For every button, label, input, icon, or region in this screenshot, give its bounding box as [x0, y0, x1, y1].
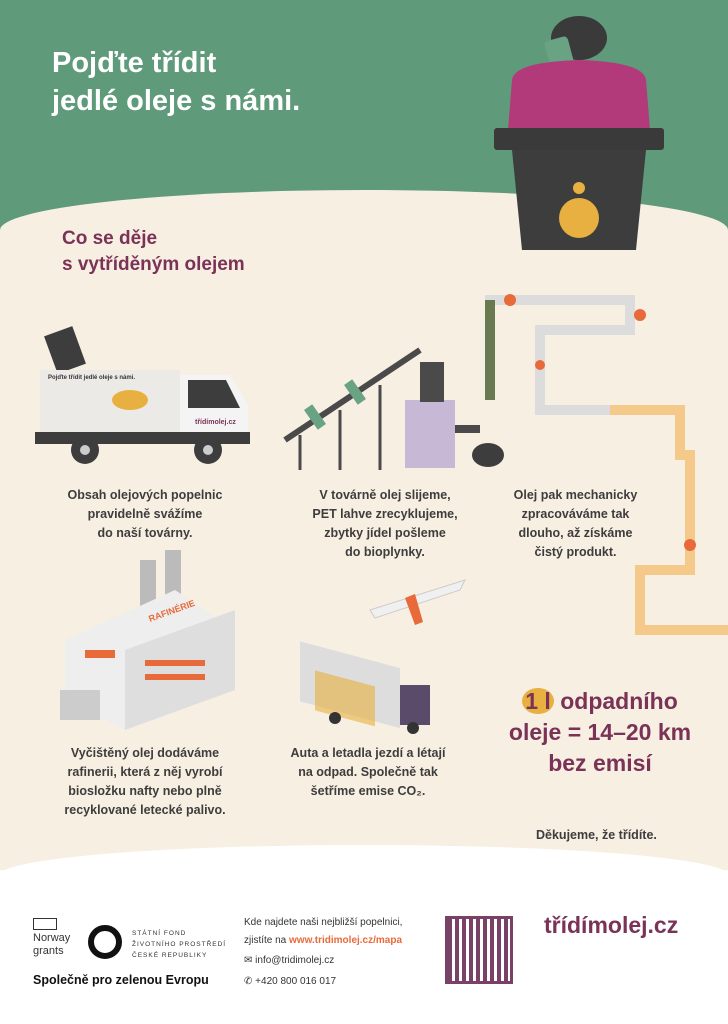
- truck-side-text: Pojďte třídit jedlé oleje s námi.: [48, 375, 135, 381]
- caption-line: čistý produkt.: [534, 545, 617, 559]
- section-title-line: s vytříděným olejem: [62, 254, 245, 275]
- thanks-text: Děkujeme, že třídíte.: [536, 828, 657, 842]
- email-row: ✉ info@tridimolej.cz: [244, 955, 334, 966]
- caption-line: pravidelně svážíme: [87, 507, 203, 521]
- fund-name: STÁTNÍ FOND ŽIVOTNÍHO PROSTŘEDÍ ČESKÉ RE…: [132, 928, 226, 961]
- caption-line: šetříme emise CO₂.: [310, 784, 426, 798]
- stat-line-1: 1 l odpadního: [490, 686, 710, 717]
- caption-line: biosložku nafty nebo plně: [68, 784, 222, 798]
- stat-amount: 1 l: [522, 688, 554, 714]
- truck-brand: třídímolej.cz: [195, 419, 236, 426]
- refinery-illustration: RAFINÉRIE: [60, 550, 235, 730]
- norway-flag-icon: [33, 918, 57, 930]
- step-4-caption: Vyčištěný olej dodáváme rafinerii, která…: [35, 744, 255, 820]
- phone-number[interactable]: +420 800 016 017: [255, 976, 337, 987]
- find-bin-text: Kde najdete naši nejbližší popelnici, zj…: [244, 914, 402, 950]
- collection-truck-illustration: Pojďte třídit jedlé oleje s námi. třídím…: [30, 320, 252, 470]
- stat-line-2: oleje = 14–20 km: [508, 719, 692, 745]
- caption-line: na odpad. Společně tak: [298, 765, 438, 779]
- step-1-caption: Obsah olejových popelnic pravidelně sváž…: [40, 486, 250, 543]
- email-link[interactable]: info@tridimolej.cz: [255, 955, 335, 966]
- step-3-caption: Olej pak mechanicky zpracováváme tak dlo…: [488, 486, 663, 562]
- section-title-line: Co se děje: [62, 228, 158, 249]
- fund-logo-icon: [88, 925, 122, 959]
- title-line: Pojďte třídit: [52, 47, 217, 79]
- caption-line: V továrně olej slijeme,: [319, 488, 451, 502]
- caption-line: PET lahve zrecyklujeme,: [312, 507, 458, 521]
- caption-line: recyklované letecké palivo.: [64, 803, 226, 817]
- page-title: Pojďte třídit jedlé oleje s námi.: [52, 44, 300, 120]
- caption-line: dlouho, až získáme: [518, 526, 633, 540]
- envelope-icon: ✉: [244, 955, 253, 966]
- stat-text: odpadního: [560, 688, 678, 714]
- factory-conveyor-illustration: [283, 347, 504, 470]
- tridimolej-logo: třídímolej.cz: [544, 912, 679, 938]
- stat-line-3: bez emisí: [548, 750, 652, 776]
- fund-line: ČESKÉ REPUBLIKY: [132, 952, 208, 959]
- fund-line: STÁTNÍ FOND: [132, 930, 187, 937]
- footer-background: [0, 845, 728, 1024]
- phone-icon: ✆: [244, 976, 253, 987]
- airplane-truck-illustration: [300, 579, 466, 734]
- caption-line: Olej pak mechanicky: [513, 488, 638, 502]
- step-5-caption: Auta a letadla jezdí a létají na odpad. …: [268, 744, 468, 801]
- caption-line: rafinerii, která z něj vyrobí: [67, 765, 223, 779]
- caption-line: do bioplynky.: [345, 545, 425, 559]
- caption-line: Vyčištěný olej dodáváme: [70, 746, 220, 760]
- qr-code[interactable]: [445, 916, 513, 984]
- section-title: Co se děje s vytříděným olejem: [62, 226, 245, 278]
- fund-line: ŽIVOTNÍHO PROSTŘEDÍ: [132, 941, 227, 948]
- find-line: zjistíte na: [244, 935, 290, 946]
- caption-line: do naší továrny.: [97, 526, 193, 540]
- norway-grants-logo: Norway grants: [33, 918, 78, 958]
- caption-line: Auta a letadla jezdí a létají: [290, 746, 446, 760]
- slogan: Společně pro zelenou Evropu: [33, 973, 209, 987]
- step-2-caption: V továrně olej slijeme, PET lahve zrecyk…: [280, 486, 490, 562]
- caption-line: zpracováváme tak: [521, 507, 630, 521]
- norway-grants-text: Norway grants: [33, 932, 71, 957]
- title-line: jedlé oleje s námi.: [52, 85, 301, 117]
- stat-block: 1 l odpadního oleje = 14–20 km bez emisí: [490, 686, 710, 779]
- pipeline-illustration: [485, 294, 728, 635]
- phone-row: ✆ +420 800 016 017: [244, 976, 336, 987]
- find-line: Kde najdete naši nejbližší popelnici,: [244, 917, 403, 928]
- caption-line: Obsah olejových popelnic: [67, 488, 223, 502]
- map-link[interactable]: www.tridimolej.cz/mapa: [289, 935, 403, 946]
- caption-line: zbytky jídel pošleme: [324, 526, 446, 540]
- oil-bin-illustration: [494, 16, 664, 250]
